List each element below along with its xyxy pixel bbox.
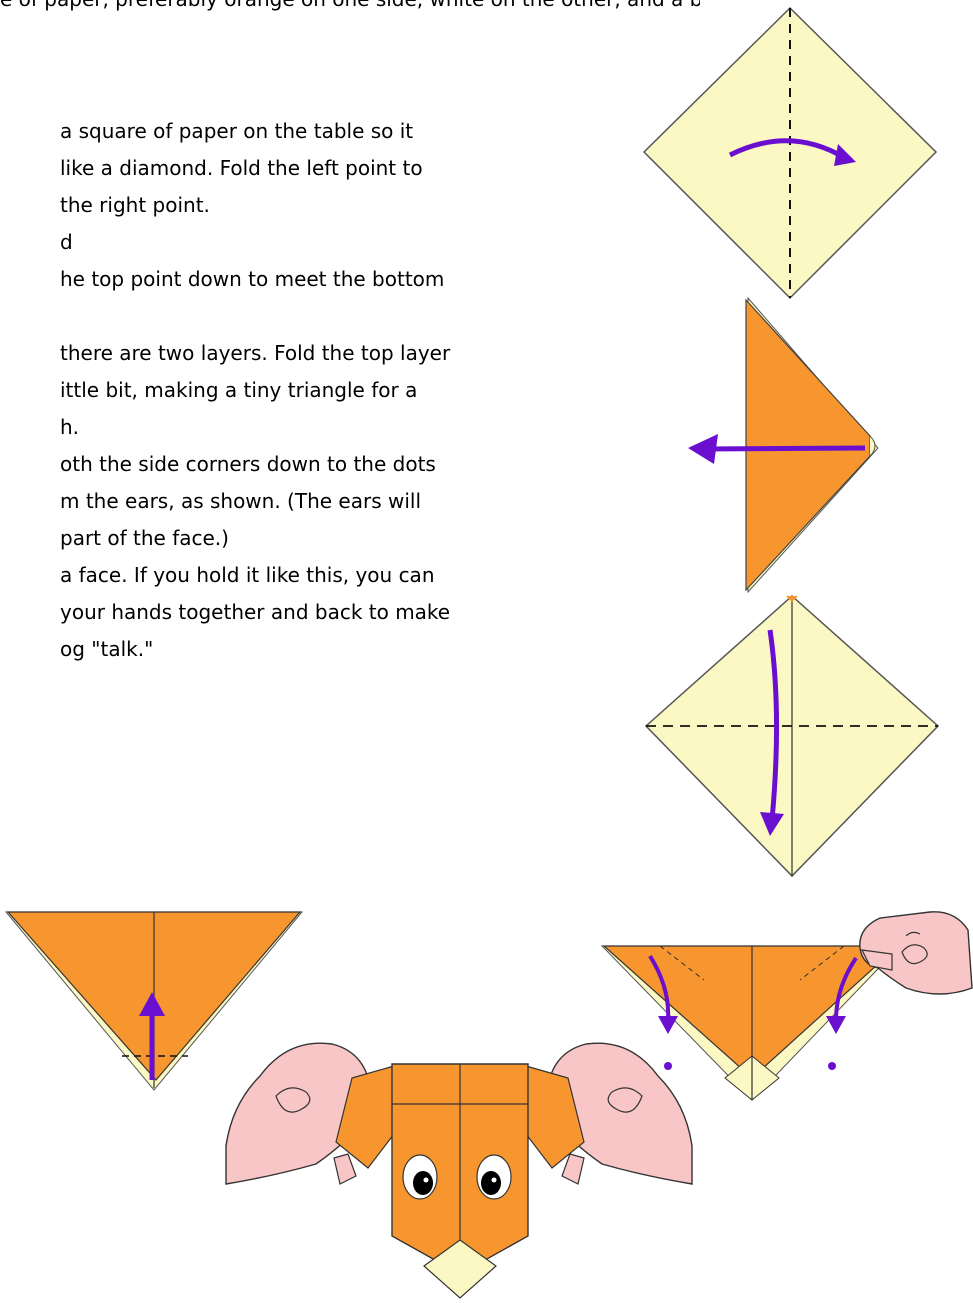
clipped-top-line: e of paper, preferably orange on one sid… (0, 0, 700, 12)
step3-diamond-figure (642, 592, 942, 882)
instruction-line: there are two layers. Fold the top layer (60, 341, 451, 365)
step5-ears-figure (600, 908, 973, 1108)
instruction-line: h. (60, 415, 80, 439)
instruction-line: oth the side corners down to the dots (60, 452, 436, 476)
instruction-line: your hands together and back to make (60, 600, 451, 624)
instruction-line: a square of paper on the table so it (60, 119, 414, 143)
instruction-line: d (60, 230, 73, 254)
instruction-line: he top point down to meet the bottom (60, 267, 445, 291)
instruction-line: like a diamond. Fold the left point to (60, 156, 423, 180)
instruction-line: part of the face.) (60, 526, 229, 550)
step6-dog-face-figure (224, 1034, 694, 1302)
step1-diamond-figure (640, 0, 940, 305)
instruction-line: the right point. (60, 193, 210, 217)
instructions-text: a square of paper on the table so it lik… (0, 0, 600, 700)
instruction-line: og "talk." (60, 637, 154, 661)
step2-triangle-figure (680, 296, 900, 596)
step4-triangle-figure (2, 908, 307, 1098)
instruction-line: a face. If you hold it like this, you ca… (60, 563, 435, 587)
instruction-line: m the ears, as shown. (The ears will (60, 489, 421, 513)
instruction-line: ittle bit, making a tiny triangle for a (60, 378, 418, 402)
